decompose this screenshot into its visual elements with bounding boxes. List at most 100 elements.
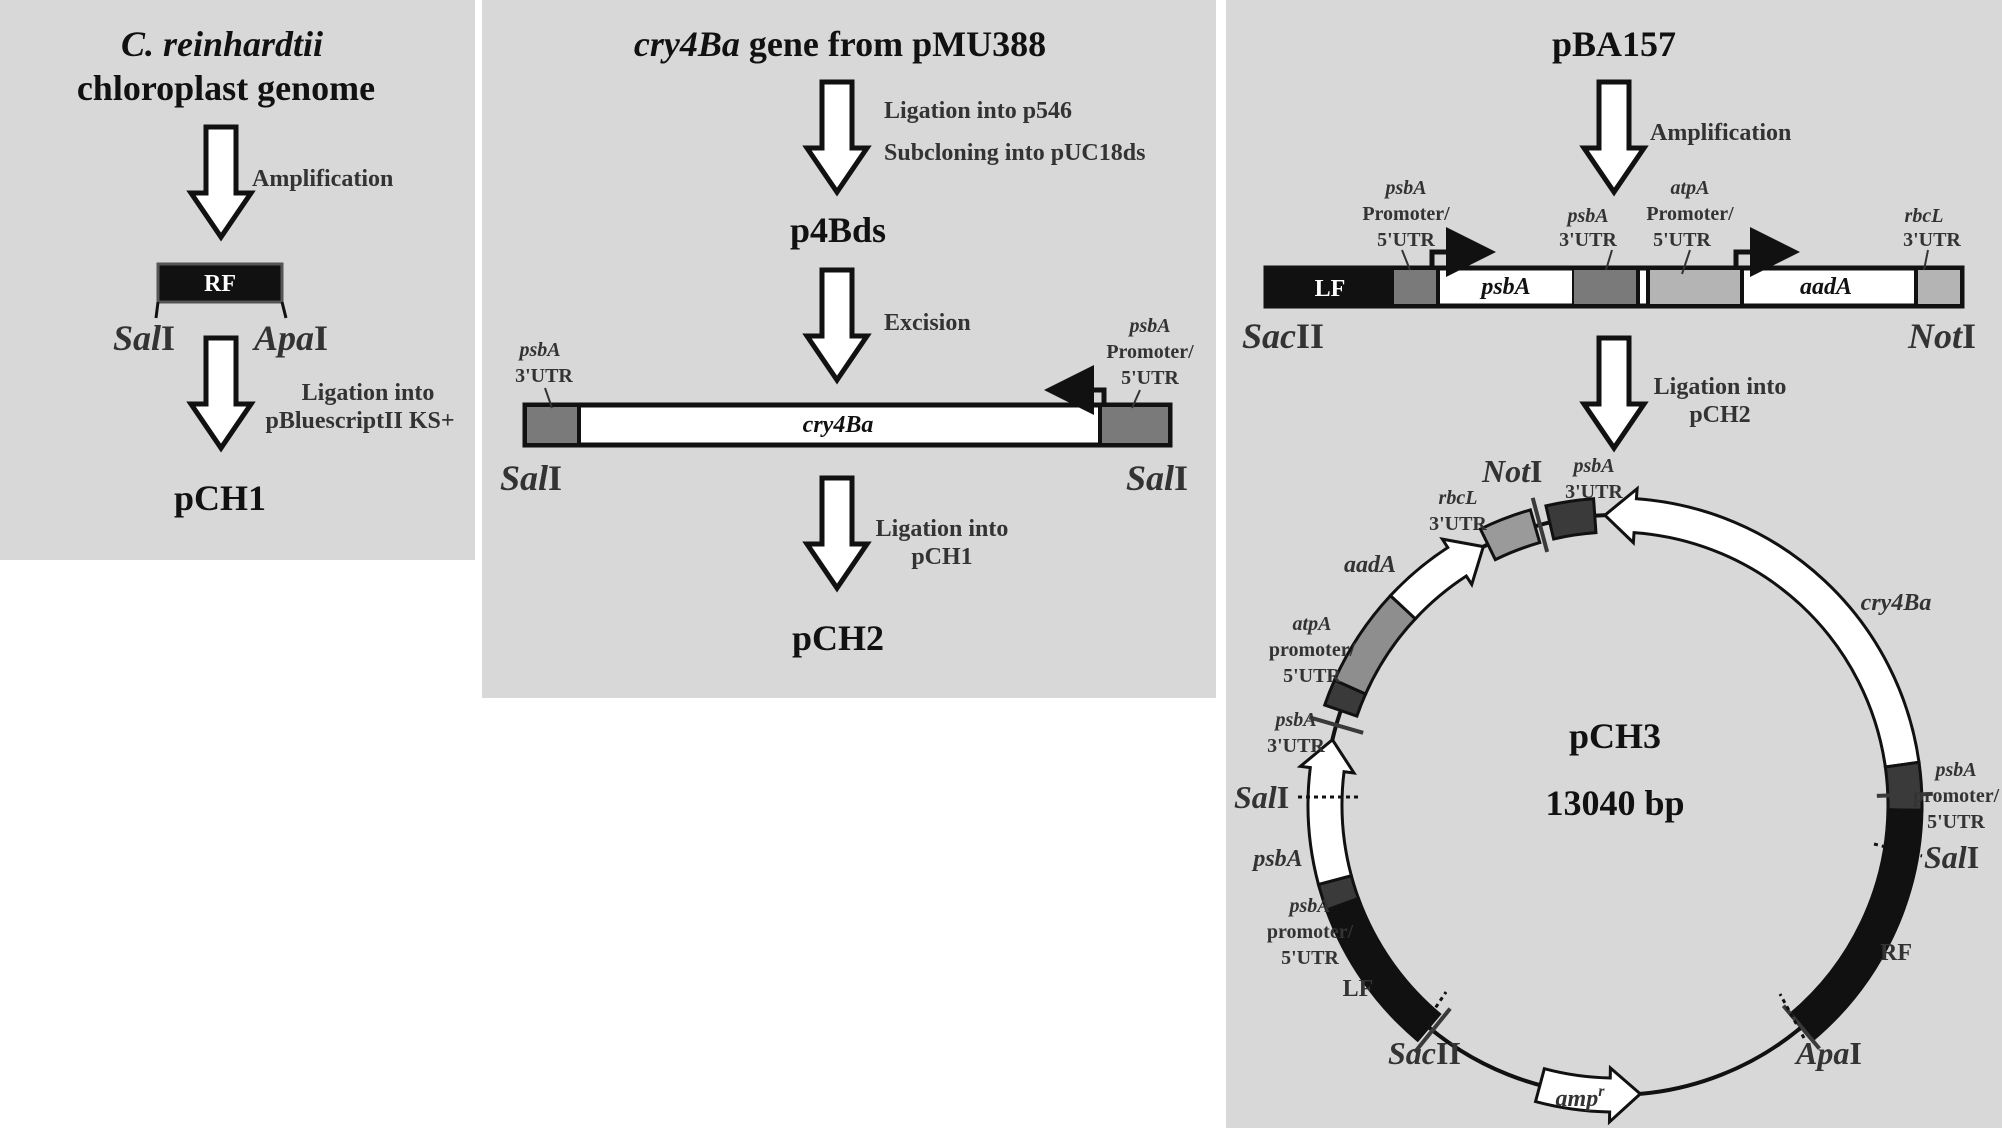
promoter-arrow-icon <box>1733 227 1800 277</box>
label-psba-promoter-3: 5'UTR <box>1377 229 1435 251</box>
site-italic: Sac <box>1242 316 1296 356</box>
site-roman: II <box>1296 316 1324 356</box>
map-psba-prom-right-3: 5'UTR <box>1927 811 1985 833</box>
panel2-title: cry4Ba gene from pMU388 <box>634 24 1046 64</box>
right-psba-label-3: 5'UTR <box>1121 367 1179 389</box>
plasmid-size: 13040 bp <box>1545 783 1684 823</box>
ampr-segment <box>1533 1064 1643 1126</box>
plasmid-name: pCH3 <box>1569 716 1661 756</box>
label-psba-promoter-1: psbA <box>1383 177 1426 199</box>
site-roman: I <box>314 318 328 358</box>
map-atpa-3: 5'UTR <box>1283 665 1341 687</box>
map-psba-utr-top-1: psbA <box>1571 455 1614 477</box>
leader-line <box>1131 389 1141 409</box>
label-atpa-1: atpA <box>1671 177 1710 199</box>
leader-line <box>1401 249 1411 271</box>
map-psba-prom-right-1: psbA <box>1933 759 1976 781</box>
panel3-step2-line1: Ligation into <box>1654 374 1787 400</box>
left-psba-label-2: 3'UTR <box>515 365 573 387</box>
panel-pch3: pBA157 Amplification psbA Promoter/ 5'UT… <box>1234 24 2000 1126</box>
label-rbcl-1: rbcL <box>1905 205 1944 227</box>
map-rbcl-1: rbcL <box>1439 487 1478 509</box>
map-atpa-1: atpA <box>1293 613 1332 635</box>
lf-block-label: LF <box>1315 276 1346 302</box>
label-atpa-2: Promoter/ <box>1646 203 1734 225</box>
map-amp-label: ampr <box>1556 1083 1606 1112</box>
panel1-title-line2: chloroplast genome <box>77 68 375 108</box>
down-arrow-icon <box>802 79 872 197</box>
map-atpa-2: promoter/ <box>1269 639 1356 661</box>
panel2-title-rest: gene from pMU388 <box>740 24 1046 64</box>
map-cry4ba-label: cry4Ba <box>1861 590 1932 616</box>
sali-left-site-tick <box>1308 715 1364 735</box>
right-psba-label-2: Promoter/ <box>1106 341 1194 363</box>
site-italic: Sal <box>500 458 548 498</box>
panel2-sali-right: SalI <box>1126 458 1188 498</box>
rbcl-utr-segment <box>1478 508 1542 562</box>
amp-text: amp <box>1556 1086 1599 1112</box>
down-arrow-icon <box>186 124 256 242</box>
panel2-intermediate: p4Bds <box>790 210 886 250</box>
panel2-product: pCH2 <box>792 618 884 658</box>
map-rf-label: RF <box>1880 940 1912 966</box>
map-noti-site: NotI <box>1481 453 1542 489</box>
leader-line <box>544 387 553 409</box>
panel2-step1-line1: Ligation into p546 <box>884 98 1072 124</box>
map-psba-utr-top-2: 3'UTR <box>1565 481 1623 503</box>
panel2-step1-line2: Subcloning into pUC18ds <box>884 140 1145 166</box>
label-psba-promoter-2: Promoter/ <box>1362 203 1450 225</box>
down-arrow-icon <box>1579 335 1649 453</box>
psba-promoter-block <box>1100 407 1168 443</box>
panel2-step3-line1: Ligation into <box>876 516 1009 542</box>
sacii-site-tick <box>1413 1007 1452 1054</box>
down-arrow-icon <box>1579 79 1649 197</box>
amp-superscript: r <box>1598 1083 1605 1100</box>
psba-utr-block <box>1574 270 1638 304</box>
rf-fragment-border <box>156 262 284 304</box>
label-rbcl-2: 3'UTR <box>1903 229 1961 251</box>
map-rbcl-2: 3'UTR <box>1429 513 1487 535</box>
panel3-noti-site: NotI <box>1907 316 1976 356</box>
psba-3utr-block <box>527 407 579 443</box>
panel1-step2-line1: Ligation into <box>302 380 435 406</box>
psba-utr-top-segment <box>1544 497 1598 541</box>
site-roman: I <box>1849 1035 1861 1071</box>
map-sacii-site: SacII <box>1388 1035 1461 1071</box>
label-psba-utr-2: 3'UTR <box>1559 229 1617 251</box>
down-arrow-icon <box>802 475 872 593</box>
cry4ba-gene-label: cry4Ba <box>803 412 874 438</box>
site-italic: Apa <box>252 318 314 358</box>
apai-site-tick <box>1781 1004 1821 1050</box>
site-italic: Sac <box>1388 1035 1436 1071</box>
plasmid-map: pCH3 13040 bp NotI psbA 3'UTR rbcL 3'UTR… <box>1234 453 2000 1126</box>
map-apai-site: ApaI <box>1794 1035 1862 1071</box>
site-italic: Not <box>1907 316 1963 356</box>
site-dotted-line <box>1778 993 1806 1039</box>
panel3-sacii-site: SacII <box>1242 316 1324 356</box>
map-sali-right-site: SalI <box>1924 839 1979 875</box>
aada-segment <box>1388 537 1486 621</box>
panel-pch1: C. reinhardtii chloroplast genome Amplif… <box>77 24 455 518</box>
aada-gene-label: aadA <box>1800 274 1852 300</box>
site-italic: Sal <box>1126 458 1174 498</box>
site-roman: I <box>1530 453 1542 489</box>
right-psba-label-1: psbA <box>1127 315 1170 337</box>
panel1-title-line1: C. reinhardtii <box>121 24 323 64</box>
lf-segment <box>1324 896 1442 1043</box>
map-aada-label: aadA <box>1344 552 1396 578</box>
site-dotted-line <box>1416 991 1448 1035</box>
site-italic: Sal <box>1924 839 1967 875</box>
rbcl-utr-block <box>1918 270 1960 304</box>
site-roman: I <box>1967 839 1979 875</box>
site-roman: I <box>1174 458 1188 498</box>
noti-site-tick <box>1530 497 1550 553</box>
panel1-step2-line2: pBluescriptII KS+ <box>265 408 454 434</box>
map-psba-prom-left-1: psbA <box>1287 895 1330 917</box>
map-psba-prom-right-2: promoter/ <box>1913 785 2000 807</box>
site-italic: Apa <box>1794 1035 1849 1071</box>
psba-promoter-block <box>1394 270 1438 304</box>
map-psba-utr-left-1: psbA <box>1273 709 1316 731</box>
map-sali-left-site: SalI <box>1234 779 1289 815</box>
map-psba-utr-left-2: 3'UTR <box>1267 735 1325 757</box>
site-roman: I <box>161 318 175 358</box>
